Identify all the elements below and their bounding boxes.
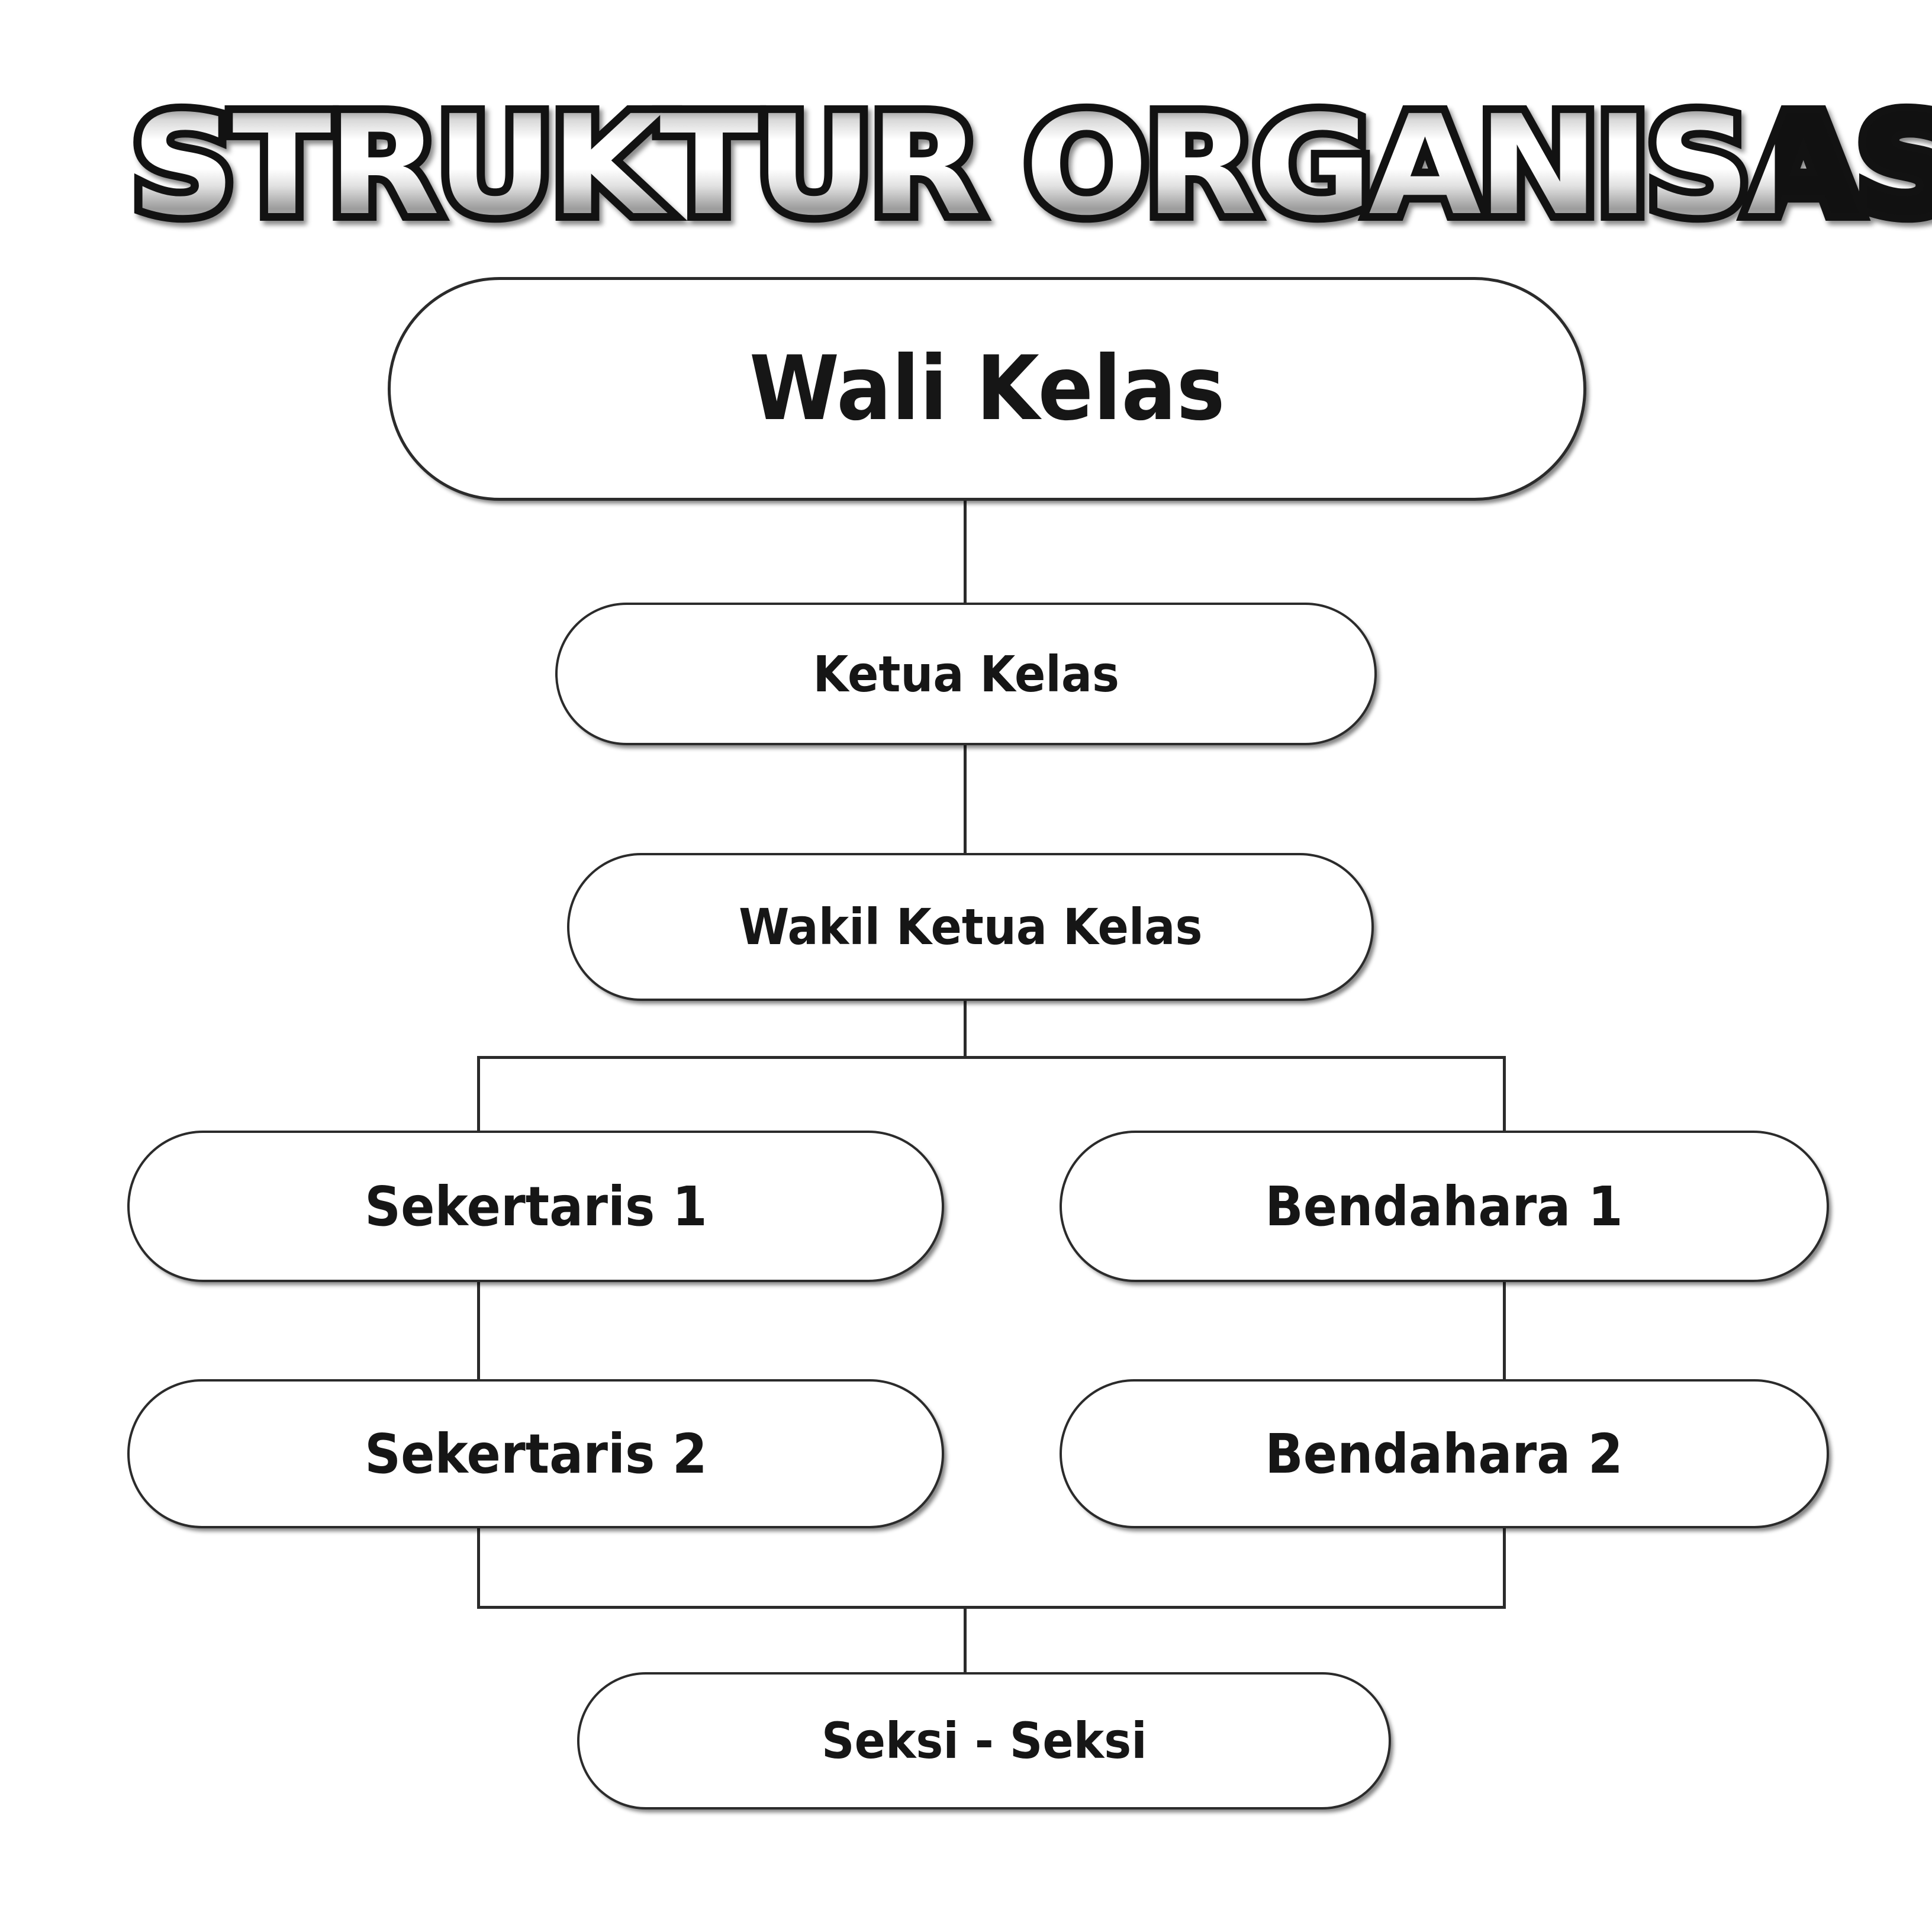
node-seksi-seksi-label: Seksi - Seksi: [821, 1712, 1147, 1770]
node-bendahara-1[interactable]: Bendahara 1: [1060, 1131, 1829, 1282]
connector-merge-to-seksi: [964, 1606, 967, 1674]
node-wali-kelas-label: Wali Kelas: [749, 337, 1225, 440]
node-wali-kelas[interactable]: Wali Kelas: [388, 277, 1586, 501]
connector-branch-bus: [477, 1056, 1506, 1059]
node-ketua-kelas-label: Ketua Kelas: [813, 645, 1119, 703]
connector-ben1-to-ben2: [1503, 1281, 1506, 1380]
node-bendahara-2[interactable]: Bendahara 2: [1060, 1379, 1829, 1528]
node-seksi-seksi[interactable]: Seksi - Seksi: [577, 1672, 1391, 1809]
connector-merge-bus: [477, 1606, 1506, 1609]
node-ketua-kelas[interactable]: Ketua Kelas: [555, 603, 1377, 745]
connector-wali-to-ketua: [964, 500, 967, 604]
connector-sek2-down: [477, 1527, 480, 1608]
connector-ben2-down: [1503, 1527, 1506, 1608]
connector-sek1-to-sek2: [477, 1281, 480, 1380]
connector-wakil-stub: [964, 1000, 967, 1058]
chart-title-outline-layer: STRUKTUR ORGANISASI: [123, 81, 1932, 250]
node-wakil-ketua-kelas-label: Wakil Ketua Kelas: [738, 898, 1203, 956]
node-sekertaris-2[interactable]: Sekertaris 2: [127, 1379, 944, 1528]
node-sekertaris-1[interactable]: Sekertaris 1: [127, 1131, 944, 1282]
node-sekertaris-1-label: Sekertaris 1: [364, 1174, 707, 1238]
chart-title: STRUKTUR ORGANISASI STRUKTUR ORGANISASI: [123, 81, 1932, 260]
node-sekertaris-2-label: Sekertaris 2: [364, 1422, 707, 1486]
node-bendahara-1-label: Bendahara 1: [1265, 1174, 1624, 1238]
node-bendahara-2-label: Bendahara 2: [1265, 1422, 1624, 1486]
chart-title-face-layer: STRUKTUR ORGANISASI: [131, 86, 1932, 246]
connector-branch-right-drop: [1503, 1056, 1506, 1132]
node-wakil-ketua-kelas[interactable]: Wakil Ketua Kelas: [567, 853, 1374, 1001]
connector-ketua-to-wakil: [964, 745, 967, 854]
connector-branch-left-drop: [477, 1056, 480, 1132]
